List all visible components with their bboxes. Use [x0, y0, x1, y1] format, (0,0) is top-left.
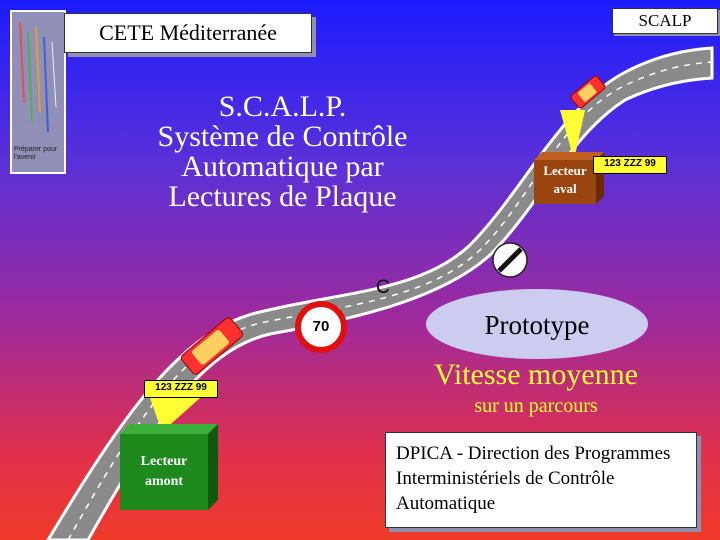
prototype-ellipse	[426, 289, 648, 359]
main-title-line4: Lectures de Plaque	[168, 180, 397, 213]
reader-aval-line1: Lecteur	[543, 163, 587, 178]
beam-aval	[560, 110, 585, 160]
reader-aval-line2: aval	[553, 181, 577, 196]
reader-amont-line1: Lecteur	[140, 454, 188, 469]
plate-amont: 123 ZZZ 99	[144, 380, 218, 398]
scalp-tag: SCALP	[612, 8, 718, 34]
speed-limit-value: 70	[312, 318, 330, 335]
logo	[10, 10, 66, 174]
subtitle-line2: sur un parcours	[474, 395, 598, 417]
main-title-line2: Système de Contrôle	[157, 120, 408, 153]
end-restriction-sign	[492, 242, 528, 278]
main-title-line1: S.C.A.L.P.	[218, 90, 347, 123]
plate-aval: 123 ZZZ 99	[593, 156, 667, 174]
road-center-line	[67, 61, 713, 540]
main-title: S.C.A.L.P. Système de Contrôle Automatiq…	[105, 92, 460, 212]
point-c-label: C	[376, 277, 390, 298]
subtitle-line1: Vitesse moyenne	[434, 358, 638, 391]
reader-amont-label: Lecteur amont	[120, 452, 208, 492]
car-amont	[180, 317, 244, 375]
speed-limit-sign	[295, 301, 347, 353]
reader-amont-box	[120, 424, 218, 510]
logo-graphic	[19, 21, 57, 133]
org-title: CETE Méditerranée	[64, 13, 312, 53]
logo-text: Préparer pour l'avenir	[14, 146, 58, 161]
prototype-label: Prototype	[484, 310, 590, 340]
beam-amont	[150, 398, 200, 432]
dpica-box: DPICA - Direction des Programmes Intermi…	[385, 432, 697, 528]
reader-amont-line2: amont	[144, 474, 184, 489]
car-aval	[570, 75, 606, 109]
reader-aval-label: Lecteur aval	[534, 162, 596, 198]
main-title-line3: Automatique par	[181, 150, 384, 183]
